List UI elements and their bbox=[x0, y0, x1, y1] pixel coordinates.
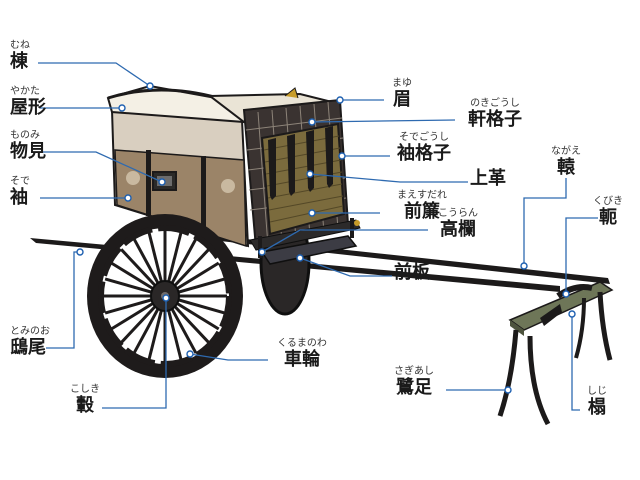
label-sagiashi: さぎあし 鷺足 bbox=[382, 366, 446, 398]
leader-dot-shiji bbox=[569, 311, 575, 317]
label-koshiki: こしき 轂 bbox=[60, 384, 110, 416]
label-kouran-kanji: 高欄 bbox=[425, 219, 491, 240]
leader-dot-mune bbox=[147, 83, 153, 89]
leader-shiji bbox=[572, 314, 580, 410]
leader-dot-maeita bbox=[297, 255, 303, 261]
label-sagiashi-reading: さぎあし bbox=[382, 366, 446, 377]
label-shiji-kanji: 榻 bbox=[580, 397, 614, 418]
leader-dot-sode bbox=[125, 195, 131, 201]
label-mune-reading: むね bbox=[10, 40, 30, 51]
rail-post-2 bbox=[350, 218, 354, 238]
label-mayu-kanji: 眉 bbox=[384, 89, 420, 110]
leader-mune bbox=[38, 63, 150, 86]
label-maeita-kanji: 前板 bbox=[394, 262, 430, 283]
label-sodegoushi-kanji: 袖格子 bbox=[382, 143, 466, 164]
label-monomi-kanji: 物見 bbox=[10, 141, 46, 162]
label-yakata: やかた 屋形 bbox=[10, 86, 46, 118]
leader-dot-maesudare bbox=[309, 210, 315, 216]
label-koshiki-kanji: 轂 bbox=[60, 395, 110, 416]
label-shiji-reading: しじ bbox=[580, 386, 614, 397]
leader-dot-tominoo bbox=[77, 249, 83, 255]
label-sode-reading: そで bbox=[10, 176, 30, 187]
label-kurumanowa: くるまのわ 車輪 bbox=[262, 338, 342, 370]
post-1 bbox=[146, 150, 151, 216]
leader-kubiki bbox=[566, 218, 598, 294]
label-nokigoushi: のきごうし 軒格子 bbox=[455, 98, 535, 130]
label-nokigoushi-reading: のきごうし bbox=[455, 98, 535, 109]
crest-1 bbox=[126, 171, 140, 185]
label-uwagawa-kanji: 上革 bbox=[470, 168, 506, 189]
leader-dot-monomi bbox=[159, 179, 165, 185]
label-nokigoushi-kanji: 軒格子 bbox=[455, 109, 535, 130]
label-kouran: こうらん 高欄 bbox=[425, 208, 491, 240]
label-maesudare-reading: まえすだれ bbox=[380, 190, 464, 201]
label-nagae-kanji: 轅 bbox=[544, 157, 588, 178]
label-tominoo: とみのお 鴟尾 bbox=[10, 326, 50, 358]
label-sodegoushi: そでごうし 袖格子 bbox=[382, 132, 466, 164]
label-kouran-reading: こうらん bbox=[425, 208, 491, 219]
label-monomi: ものみ 物見 bbox=[10, 130, 46, 162]
leader-dot-kubiki bbox=[563, 291, 569, 297]
post-2 bbox=[201, 156, 206, 228]
label-mune-kanji: 棟 bbox=[10, 51, 30, 72]
label-yakata-kanji: 屋形 bbox=[10, 97, 46, 118]
label-tominoo-reading: とみのお bbox=[10, 326, 50, 337]
label-kurumanowa-reading: くるまのわ bbox=[262, 338, 342, 349]
label-kurumanowa-kanji: 車輪 bbox=[262, 349, 342, 370]
leader-nagae bbox=[524, 178, 566, 266]
leader-tominoo bbox=[46, 252, 80, 348]
label-kubiki: くびき 軛 bbox=[586, 196, 630, 228]
leader-dot-koshiki bbox=[163, 295, 169, 301]
label-maeita: 前板 bbox=[394, 262, 430, 283]
label-koshiki-reading: こしき bbox=[60, 384, 110, 395]
leader-dot-nagae bbox=[521, 263, 527, 269]
crest-2 bbox=[221, 179, 235, 193]
leader-dot-sagiashi bbox=[505, 387, 511, 393]
label-sode-kanji: 袖 bbox=[10, 187, 30, 208]
label-nagae-reading: ながえ bbox=[544, 146, 588, 157]
label-mune: むね 棟 bbox=[10, 40, 30, 72]
label-kubiki-reading: くびき bbox=[586, 196, 630, 207]
label-yakata-reading: やかた bbox=[10, 86, 46, 97]
leader-dot-sodegoushi bbox=[339, 153, 345, 159]
label-uwagawa: 上革 bbox=[470, 168, 506, 189]
leader-dot-mayu bbox=[337, 97, 343, 103]
label-mayu: まゆ 眉 bbox=[384, 78, 420, 110]
label-monomi-reading: ものみ bbox=[10, 130, 46, 141]
label-mayu-reading: まゆ bbox=[384, 78, 420, 89]
label-sagiashi-kanji: 鷺足 bbox=[382, 377, 446, 398]
rail-knob-2 bbox=[354, 220, 360, 226]
label-nagae: ながえ 轅 bbox=[544, 146, 588, 178]
leader-dot-uwagawa bbox=[307, 171, 313, 177]
leader-dot-kurumanowa bbox=[187, 351, 193, 357]
label-sode: そで 袖 bbox=[10, 176, 30, 208]
label-tominoo-kanji: 鴟尾 bbox=[10, 337, 50, 358]
label-shiji: しじ 榻 bbox=[580, 386, 614, 418]
label-sodegoushi-reading: そでごうし bbox=[382, 132, 466, 143]
leader-dot-yakata bbox=[119, 105, 125, 111]
leader-dot-kouran bbox=[259, 249, 265, 255]
label-kubiki-kanji: 軛 bbox=[586, 207, 630, 228]
leader-dot-nokigoushi bbox=[309, 119, 315, 125]
